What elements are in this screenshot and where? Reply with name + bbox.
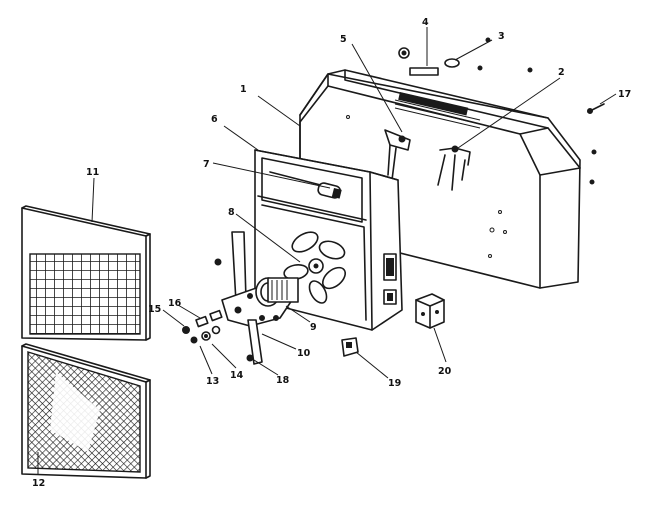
callout-6: 6: [211, 114, 218, 125]
callout-2: 2: [558, 67, 565, 78]
callout-12: 12: [32, 478, 45, 489]
fan-motor-assembly: [214, 231, 299, 365]
leader-lines: [37, 27, 617, 474]
callout-13: 13: [206, 376, 219, 387]
front-grille-panel: [21, 205, 151, 341]
callout-16: 16: [168, 298, 182, 309]
callout-19: 19: [388, 378, 401, 389]
callout-10: 10: [297, 348, 311, 359]
callout-labels: 1 2 3 4 5 6 7 8 9 10 11 12 13 14 15 16 1…: [32, 17, 631, 489]
callout-17: 17: [618, 89, 631, 100]
callout-8: 8: [228, 207, 235, 218]
callout-4: 4: [422, 17, 429, 28]
callout-1: 1: [240, 84, 247, 95]
callout-11: 11: [86, 167, 99, 178]
callout-5: 5: [340, 34, 347, 45]
callout-3: 3: [498, 31, 505, 42]
callout-15: 15: [148, 304, 161, 315]
hardware-parts: [182, 37, 605, 362]
filter-screen: [21, 343, 151, 479]
callout-7: 7: [203, 159, 210, 170]
callout-9: 9: [310, 322, 317, 333]
callout-18: 18: [276, 375, 290, 386]
fan-blade: [283, 231, 347, 304]
callout-20: 20: [438, 366, 452, 377]
callout-14: 14: [230, 370, 244, 381]
